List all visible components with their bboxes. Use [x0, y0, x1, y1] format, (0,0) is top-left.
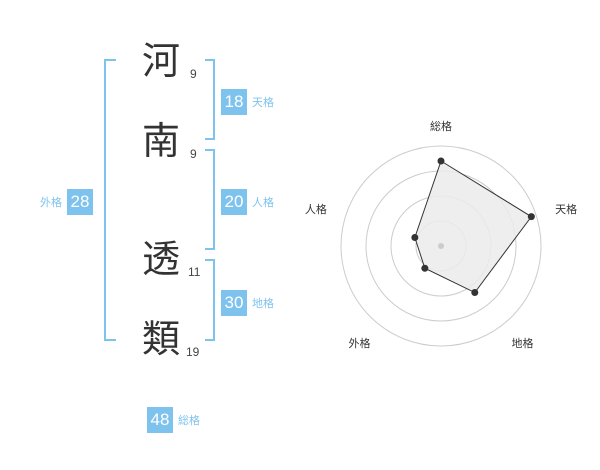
jinkaku-value: 20	[221, 189, 247, 215]
stroke-count-4: 19	[186, 345, 200, 359]
chikaku-badge: 30 地格	[221, 290, 274, 316]
radar-axis-label-5: 人格	[305, 202, 327, 216]
soukaku-badge: 48 総格	[147, 407, 200, 433]
name-char-2: 南	[142, 119, 181, 163]
tenkaku-badge: 18 天格	[221, 89, 274, 115]
soukaku-label: 総格	[178, 414, 200, 427]
radar-axis-label-3: 地格	[512, 336, 534, 350]
radar-point-1	[437, 157, 445, 165]
chikaku-value: 30	[221, 290, 247, 316]
name-char-1: 河	[142, 39, 181, 83]
radar-axis-label-4: 外格	[348, 336, 370, 350]
radar-point-2	[527, 213, 535, 221]
chikaku-label: 地格	[252, 297, 274, 310]
radar-point-3	[471, 289, 479, 297]
jinkaku-badge: 20 人格	[221, 189, 274, 215]
name-char-3: 透	[142, 237, 181, 281]
soukaku-value: 48	[147, 407, 173, 433]
radar-axis-label-2: 天格	[555, 202, 577, 216]
radar-axis-label-1: 総格	[430, 119, 452, 133]
stroke-count-1: 9	[190, 67, 197, 81]
stroke-count-2: 9	[190, 147, 197, 161]
gaikaku-value: 28	[67, 189, 93, 215]
stroke-count-3: 11	[188, 265, 201, 279]
name-char-4: 類	[142, 317, 181, 361]
radar-center	[438, 243, 444, 249]
tenkaku-label: 天格	[252, 96, 274, 109]
gaikaku-badge: 外格 28	[40, 189, 93, 215]
tenkaku-value: 18	[221, 89, 247, 115]
jinkaku-label: 人格	[252, 196, 274, 209]
radar-point-4	[421, 264, 429, 272]
radar-point-5	[411, 234, 419, 242]
radar-ring-4	[340, 145, 542, 347]
gaikaku-label: 外格	[40, 196, 62, 209]
radar-area	[414, 160, 533, 294]
